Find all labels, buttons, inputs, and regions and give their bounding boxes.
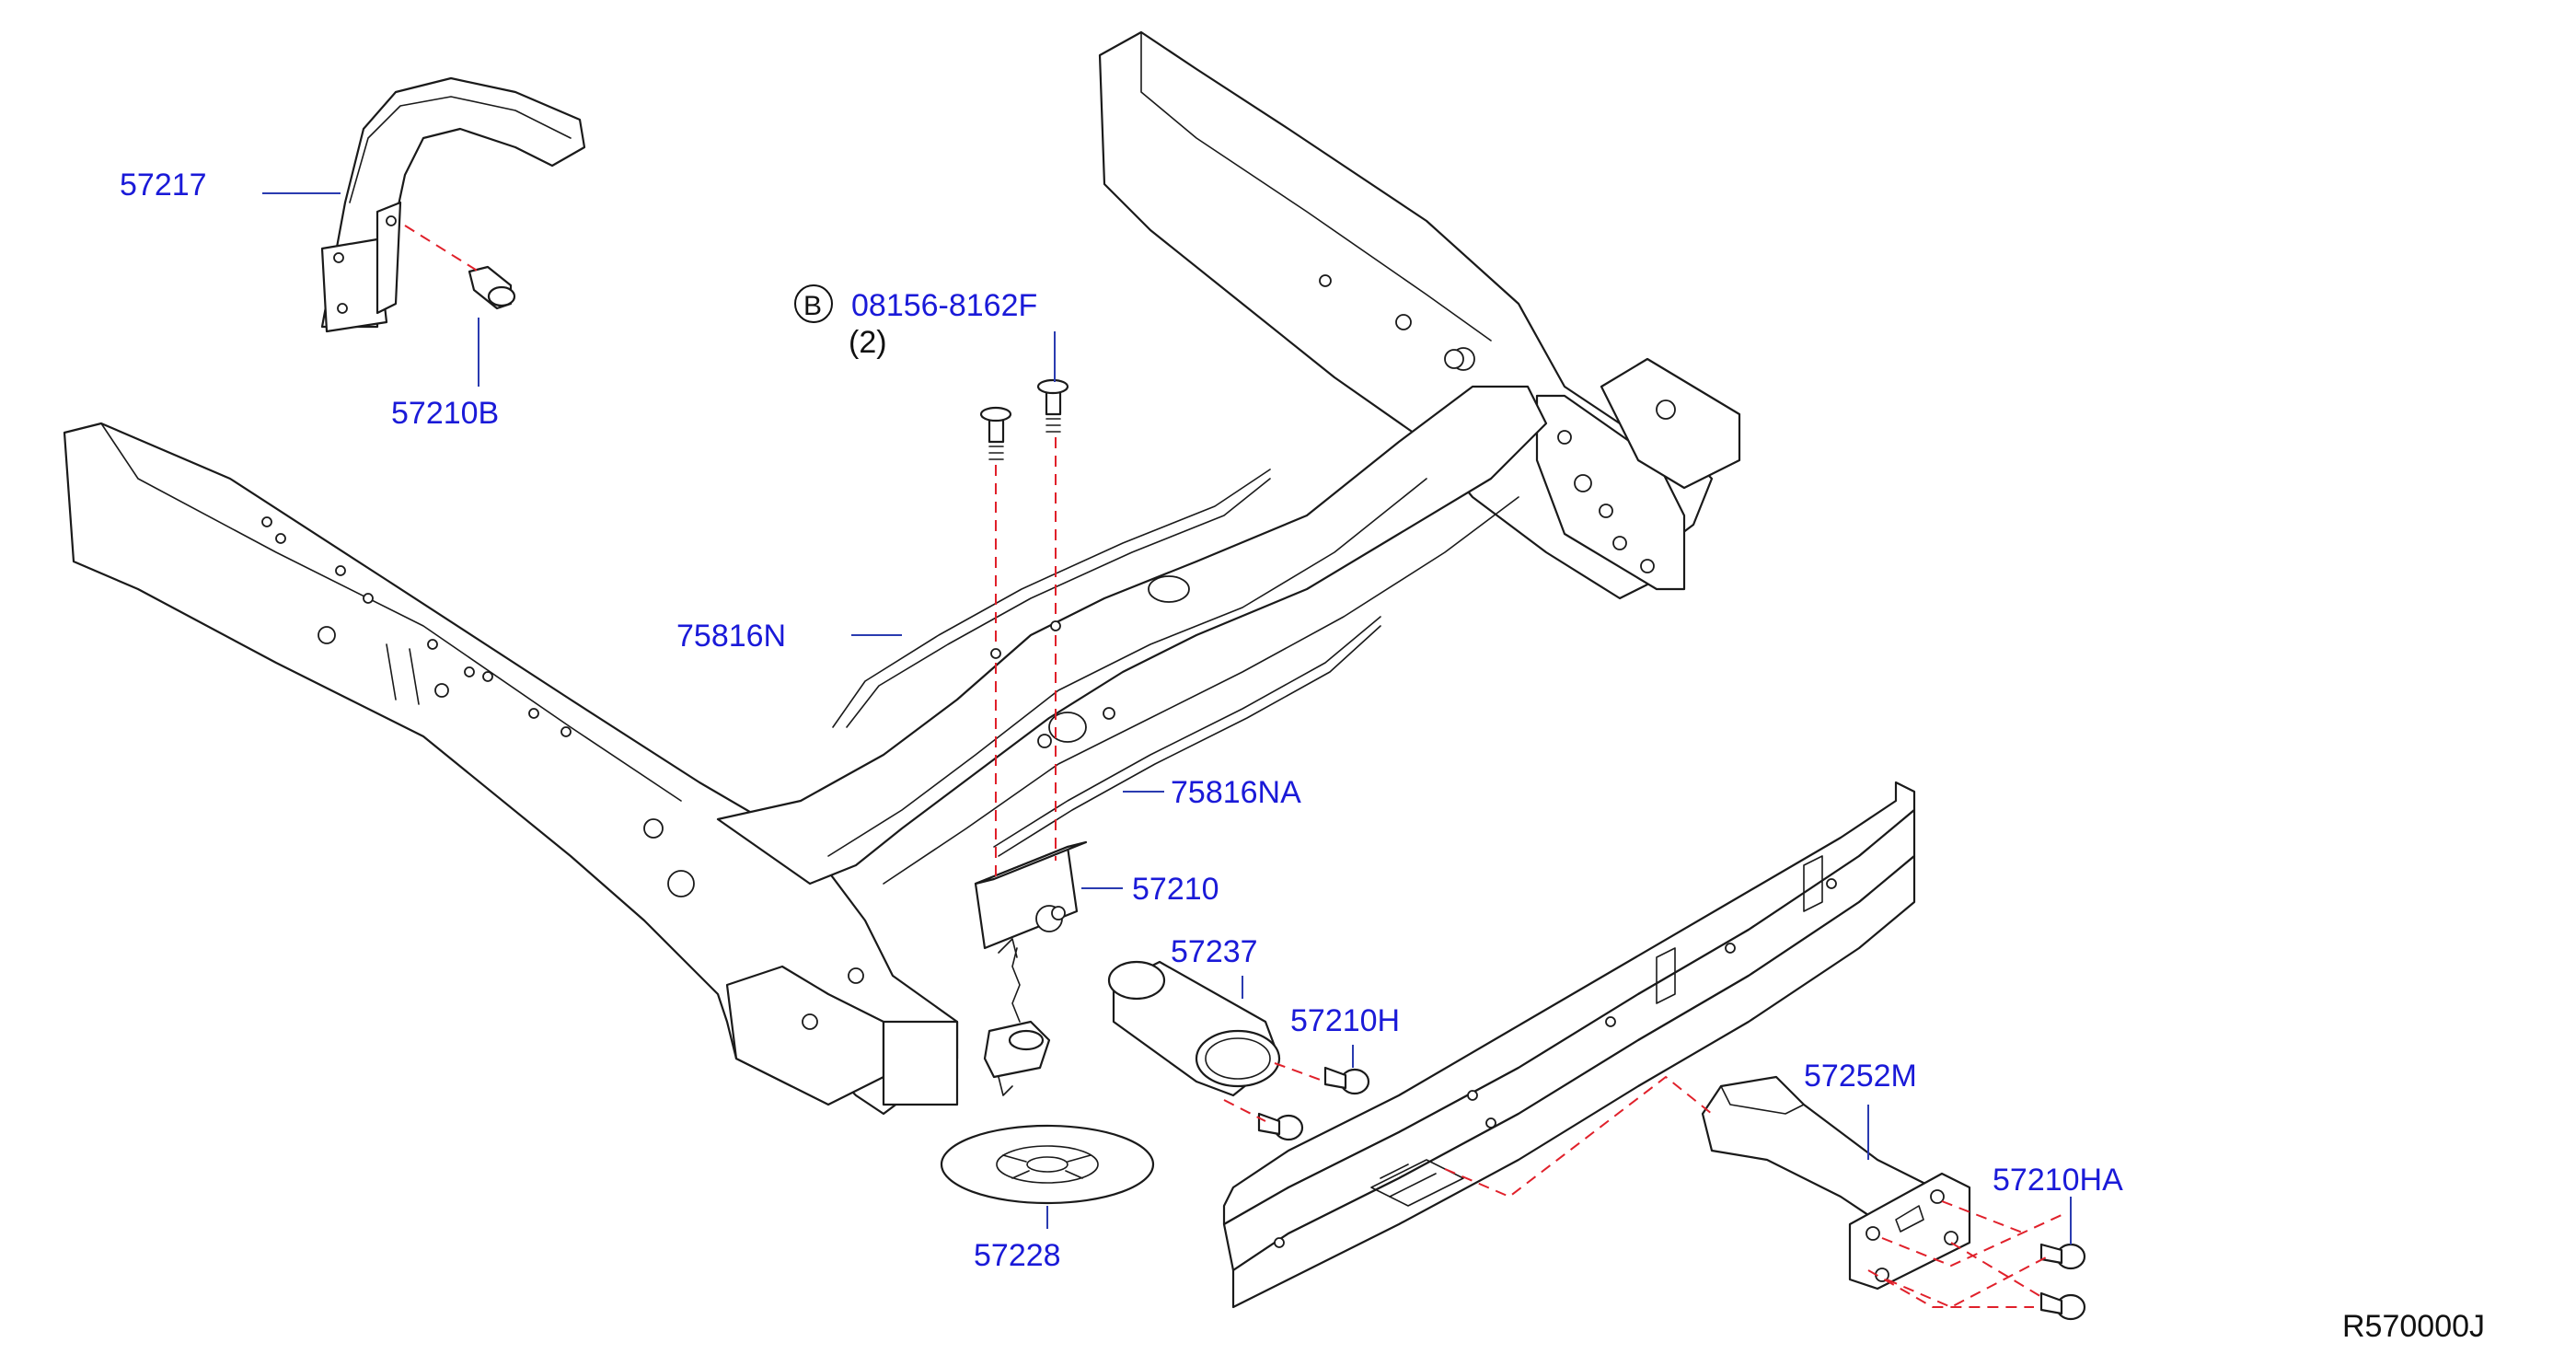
part-57210B-bolt bbox=[468, 265, 516, 310]
callout-08156-marker: B bbox=[794, 284, 833, 323]
part-57210H-screws bbox=[1257, 1066, 1370, 1141]
part-57210HA-screws bbox=[2039, 1243, 2086, 1321]
frame-right-rail bbox=[1098, 30, 1741, 600]
leader-lines bbox=[262, 192, 2072, 1244]
part-57210-carrier bbox=[974, 840, 1088, 1096]
label-57228: 57228 bbox=[974, 1238, 1061, 1273]
label-08156-quantity: (2) bbox=[849, 325, 887, 360]
part-57228-plate bbox=[940, 1124, 1155, 1205]
label-57210B: 57210B bbox=[391, 396, 499, 431]
callout-marker-letter: B bbox=[803, 291, 822, 321]
part-57237-pipe bbox=[1107, 960, 1281, 1097]
label-08156-8162F: 08156-8162F bbox=[851, 288, 1037, 323]
label-57210H: 57210H bbox=[1290, 1003, 1400, 1038]
cross-member bbox=[716, 349, 1548, 886]
diagram-reference: R570000J bbox=[2342, 1309, 2485, 1344]
alignment-dashes bbox=[404, 225, 2062, 1309]
label-75816NA: 75816NA bbox=[1171, 775, 1301, 810]
part-75816N-strip bbox=[832, 469, 1271, 728]
rear-bumper-rail bbox=[1222, 781, 1916, 1309]
label-57217: 57217 bbox=[120, 168, 207, 203]
label-57237: 57237 bbox=[1171, 934, 1258, 969]
label-57210HA: 57210HA bbox=[1993, 1163, 2123, 1198]
frame-left-rail bbox=[63, 422, 959, 1116]
part-57252M-tube bbox=[1701, 1075, 1971, 1291]
label-75816N: 75816N bbox=[676, 619, 786, 654]
part-08156-bolts bbox=[979, 378, 1069, 659]
label-57252M: 57252M bbox=[1804, 1059, 1917, 1094]
part-57217-bracket bbox=[320, 76, 586, 333]
label-57210: 57210 bbox=[1132, 872, 1219, 907]
